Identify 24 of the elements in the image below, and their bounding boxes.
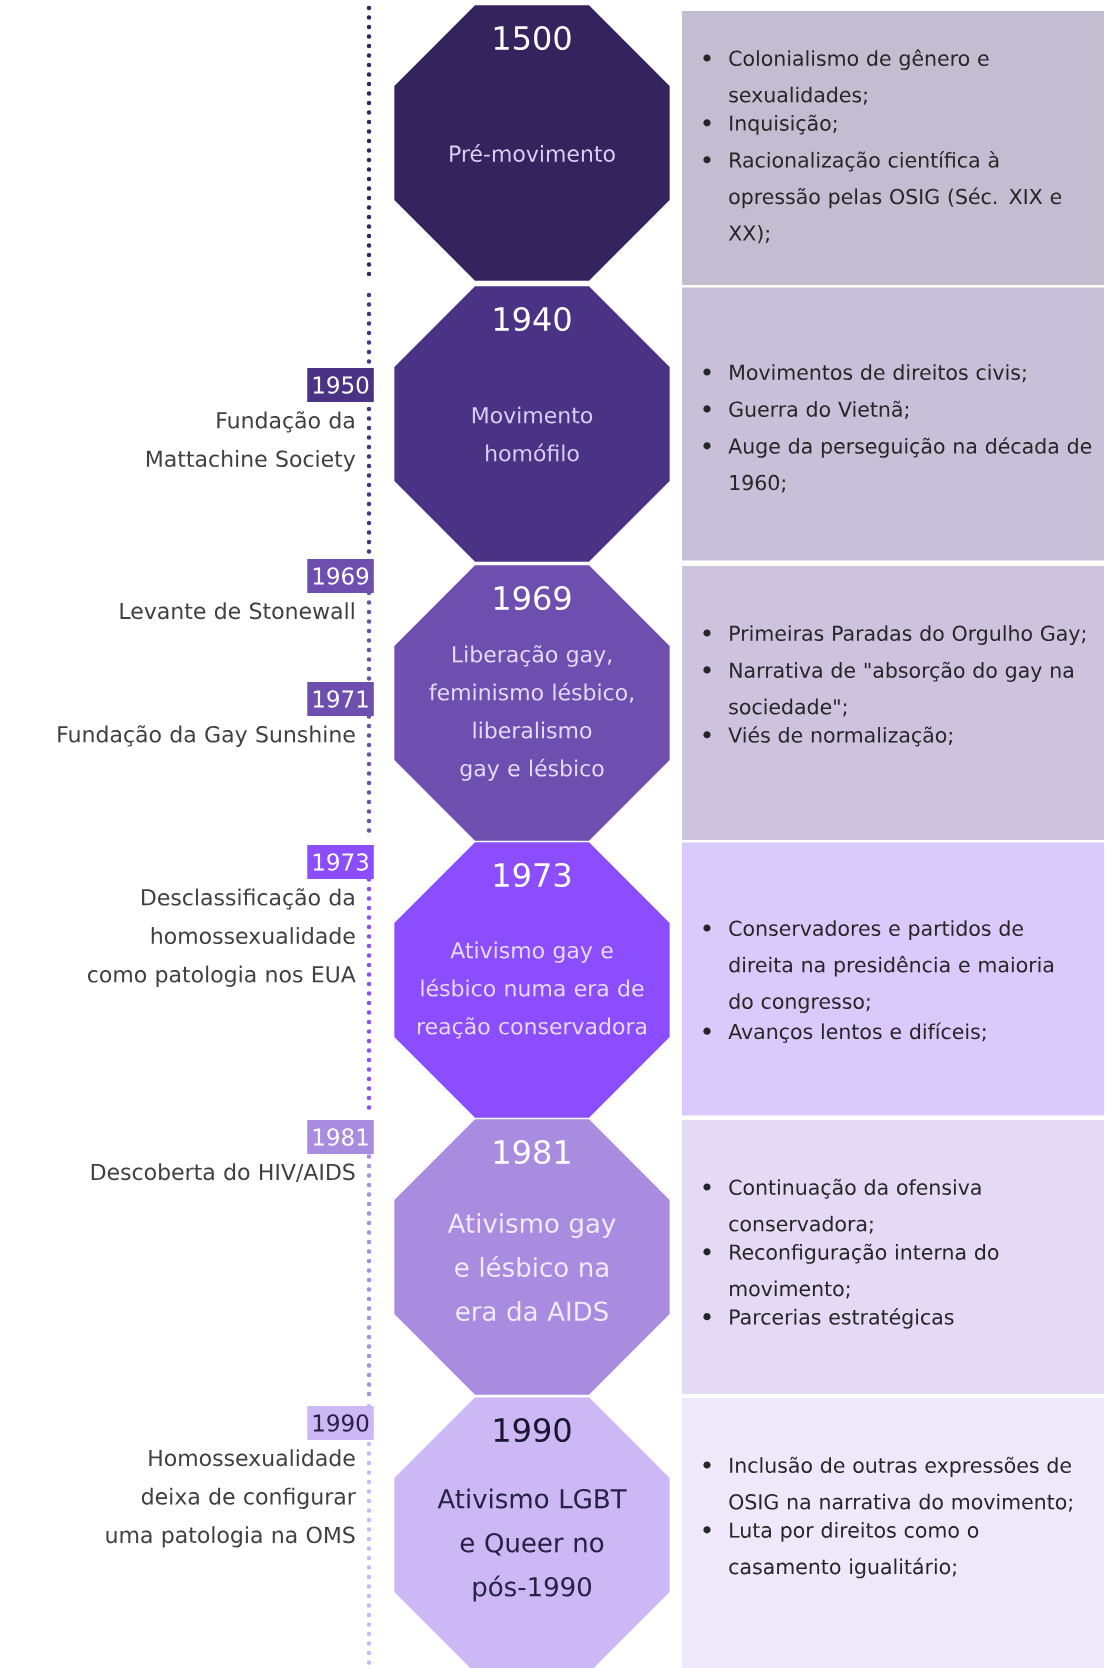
year-tag: 1981 (307, 1120, 374, 1154)
timeline-octagon: 1973 Ativismo gay e lésbico numa era de reação conservadora (394, 842, 670, 1118)
timeline-octagon: 1981 Ativismo gay e lésbico na era da AIDS (394, 1119, 670, 1395)
event-description: Descoberta do HIV/AIDS (91, 1163, 355, 1182)
timeline-octagon: 1990 Ativismo LGBT e Queer no pós-1990 (394, 1397, 670, 1668)
event-description: Fundação da Mattachine Society (147, 411, 356, 472)
year-tag: 1950 (307, 368, 374, 402)
event-description: Homossexualidade deixa de configurar uma patologia na OMS (106, 1449, 356, 1548)
year-tag: 1990 (307, 1406, 374, 1440)
info-panel: Continuação da ofensiva conservadora; Reconfiguração interna do movimento; Parcerias estratégicas (682, 1120, 1104, 1394)
year-tag: 1971 (307, 682, 374, 716)
year-tag: 1973 (307, 845, 374, 879)
info-panel: Colonialismo de gênero e sexualidades; Inquisição; Racionalização científica à opressão pelas OSIG (Séc. XIX e XX); (682, 11, 1104, 285)
timeline-octagon: 1500 Pré-movimento (394, 5, 670, 281)
timeline-octagon: 1940 Movimento homófilo (394, 286, 670, 562)
event-description: Levante de Stonewall (120, 602, 354, 620)
year-tag: 1969 (307, 559, 374, 593)
info-panel: Movimentos de direitos civis; Guerra do Vietnã; Auge da perseguição na década de 1960; (682, 287, 1104, 561)
event-description: Desclassificação da homossexualidade como patologia nos EUA (88, 888, 356, 987)
info-panel: Primeiras Paradas do Orgulho Gay; Narrativa de "absorção do gay na sociedade"; Viés de normalização; (682, 566, 1104, 840)
event-description: Fundação da Gay Sunshine (58, 725, 355, 747)
info-panel: Conservadores e partidos de direita na presidência e maioria do congresso; Avanços lentos e difíceis; (682, 842, 1104, 1116)
timeline-octagon: 1969 Liberação gay, feminismo lésbico, liberalismo gay e lésbico (394, 565, 670, 841)
info-panel: Inclusão de outras expressões de OSIG na narrativa do movimento; Luta por direitos como o casamento igualitário; (682, 1398, 1104, 1668)
